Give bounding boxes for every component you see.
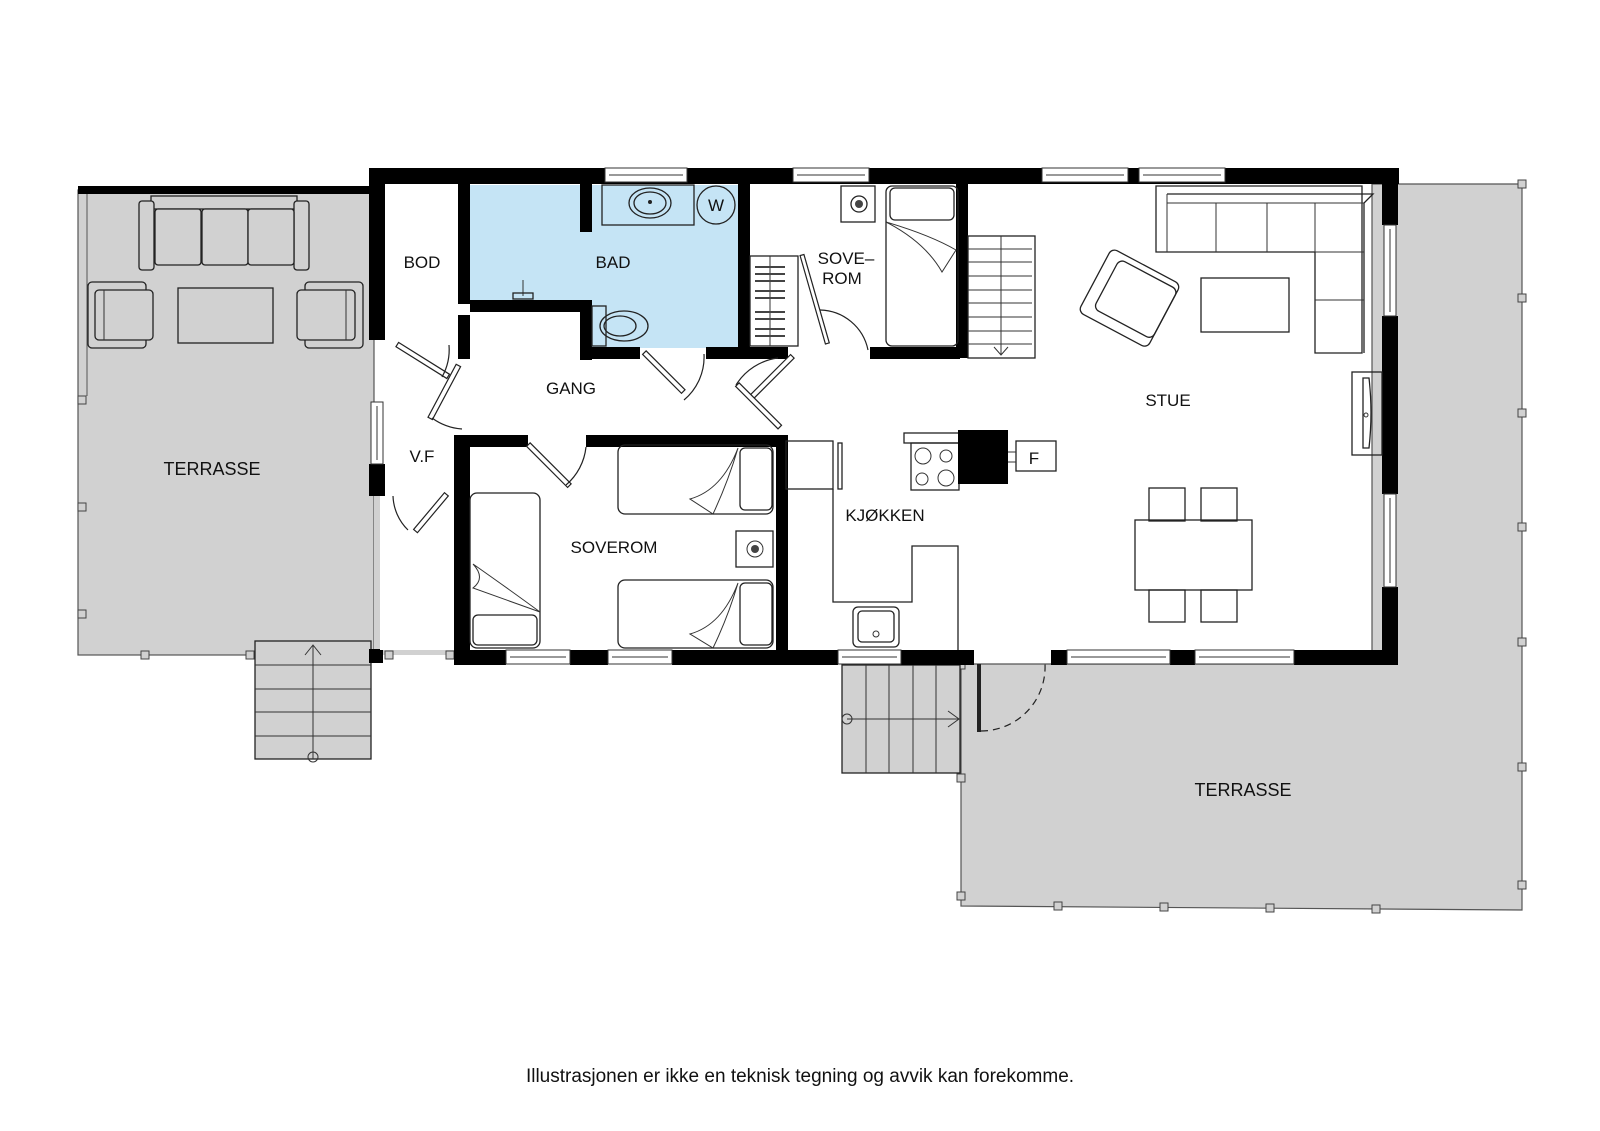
label-bad: BAD [596, 253, 631, 272]
small-bedroom-furniture [749, 185, 959, 347]
fridge-label: F [1029, 449, 1039, 468]
kitchen-fixtures: F [785, 430, 1057, 650]
windows [370, 167, 1397, 665]
label-stue: STUE [1145, 391, 1190, 410]
washer-label: W [708, 196, 724, 215]
label-terrasse-south: TERRASSE [1194, 780, 1291, 800]
label-kjokken: KJØKKEN [845, 506, 924, 525]
label-bod: BOD [404, 253, 441, 272]
disclaimer-text: Illustrasjonen er ikke en teknisk tegnin… [525, 1066, 1075, 1087]
bedroom-furniture [469, 444, 774, 649]
living-room-furniture [1079, 185, 1383, 623]
room-labels: BOD BAD SOVE– ROM GANG V.F SOVEROM KJØKK… [163, 249, 1291, 800]
terrace-lounge-set [87, 195, 364, 349]
washer-icon [696, 185, 736, 225]
doors [392, 253, 1046, 732]
stairs-south [841, 664, 961, 774]
bathroom-floor [470, 185, 738, 348]
terrace-west [77, 186, 455, 660]
stairs-west [254, 640, 372, 763]
label-vf: V.F [410, 447, 435, 466]
label-gang: GANG [546, 379, 596, 398]
label-terrasse-west: TERRASSE [163, 459, 260, 479]
indoor-stairs [967, 235, 1036, 359]
label-soverom-small-2: ROM [822, 269, 862, 288]
label-soverom-small-1: SOVE– [818, 249, 875, 268]
bathroom-fixtures: W [512, 184, 736, 347]
label-soverom: SOVEROM [571, 538, 658, 557]
